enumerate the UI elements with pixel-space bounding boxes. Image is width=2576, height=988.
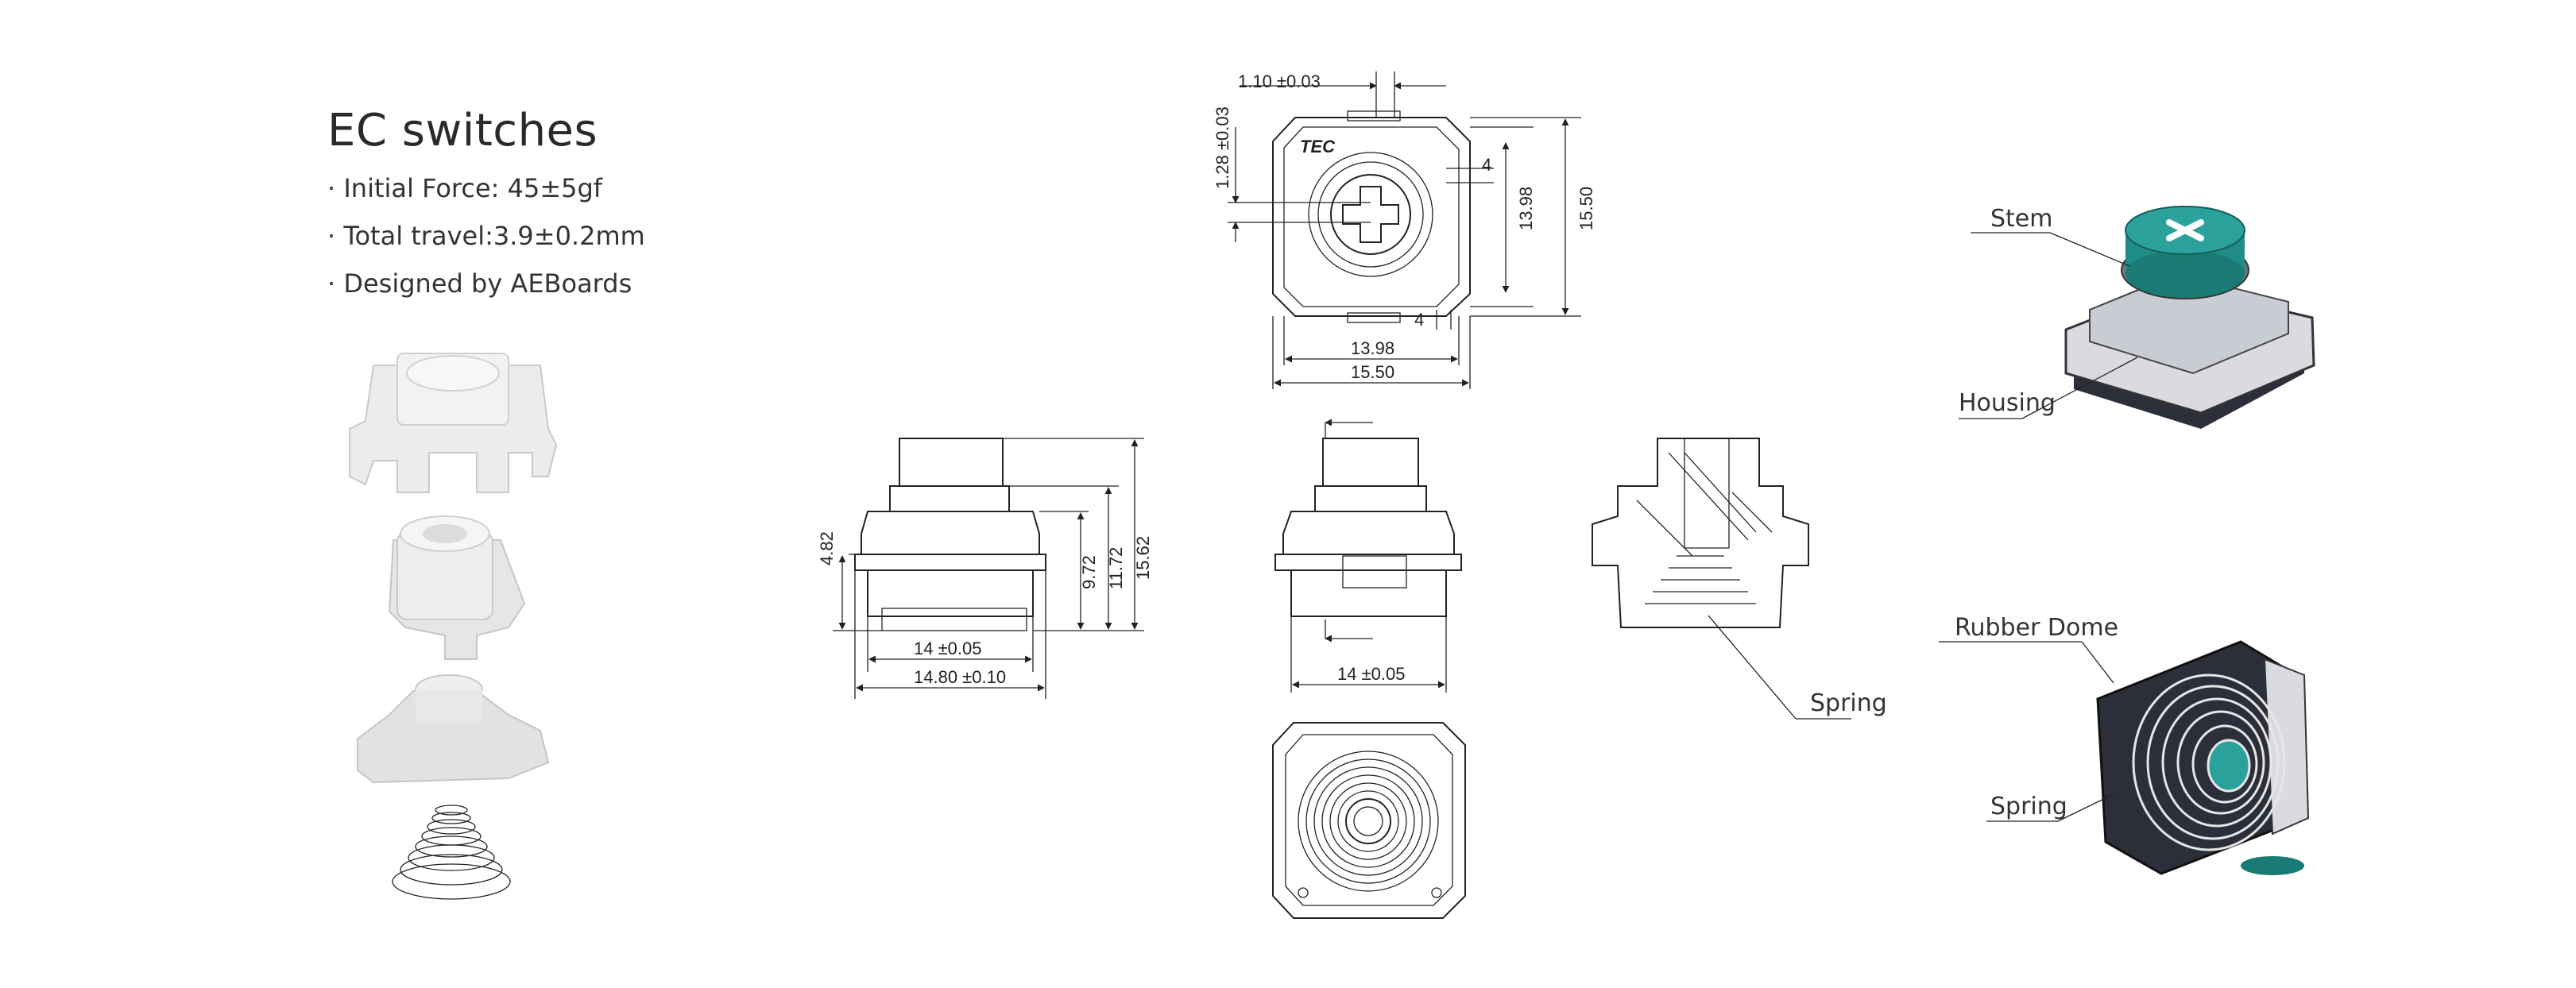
spec-total-travel: · Total travel:3.9±0.2mm xyxy=(327,221,645,251)
top-view-logo: TEC xyxy=(1300,137,1336,156)
front-view-drawing: 14 ±0.05 xyxy=(1274,419,1462,693)
dim-side-4-82: 4.82 xyxy=(817,531,837,565)
dim-top-outer-height: 15.50 xyxy=(1576,187,1596,230)
page-title: EC switches xyxy=(327,105,598,156)
dim-top-width-slot: 1.10 ±0.03 xyxy=(1238,71,1321,91)
spec-designer: · Designed by AEBoards xyxy=(327,268,632,299)
dim-top-inner-height: 13.98 xyxy=(1516,187,1536,230)
top-view-drawing: TEC 1.10 ±0.03 1.28 ±0.03 4 13.98 15.50 … xyxy=(1213,71,1596,389)
callout-spring-section: Spring xyxy=(1810,689,1887,717)
callout-housing: Housing xyxy=(1959,389,2056,417)
callout-rubber-dome: Rubber Dome xyxy=(1955,614,2118,642)
exploded-view xyxy=(349,353,558,900)
dim-top-inner-width: 13.98 xyxy=(1351,338,1394,358)
side-view-drawing: 4.82 9.72 11.72 15.62 14 ±0.05 14.80 ±0.… xyxy=(817,438,1153,699)
dim-front-width-14: 14 ±0.05 xyxy=(1337,664,1405,684)
exploded-rubber-dome xyxy=(357,674,550,784)
callout-stem: Stem xyxy=(1990,205,2053,233)
callout-spring-bottom: Spring xyxy=(1990,793,2067,820)
bottom-view-drawing xyxy=(1272,722,1466,919)
dim-top-4-right: 4 xyxy=(1482,155,1491,175)
dim-top-outer-width: 15.50 xyxy=(1351,362,1394,382)
dim-side-9-72: 9.72 xyxy=(1079,555,1099,589)
dim-top-4-bottom: 4 xyxy=(1414,310,1424,330)
rendered-switch-top: Stem Housing xyxy=(1959,205,2315,429)
spec-initial-force: · Initial Force: 45±5gf xyxy=(327,173,603,203)
dim-side-width-14: 14 ±0.05 xyxy=(914,639,981,658)
dim-top-height-slot: 1.28 ±0.03 xyxy=(1213,106,1232,189)
exploded-spring xyxy=(392,805,511,900)
exploded-stem xyxy=(388,515,526,660)
dim-side-width-14-80: 14.80 ±0.10 xyxy=(914,667,1006,687)
section-view-drawing: Spring xyxy=(1592,438,1887,720)
exploded-housing xyxy=(349,353,558,493)
rendered-switch-bottom: Rubber Dome Spring xyxy=(1939,614,2310,875)
dim-side-11-72: 11.72 xyxy=(1106,547,1126,589)
dim-side-15-62: 15.62 xyxy=(1133,536,1153,580)
